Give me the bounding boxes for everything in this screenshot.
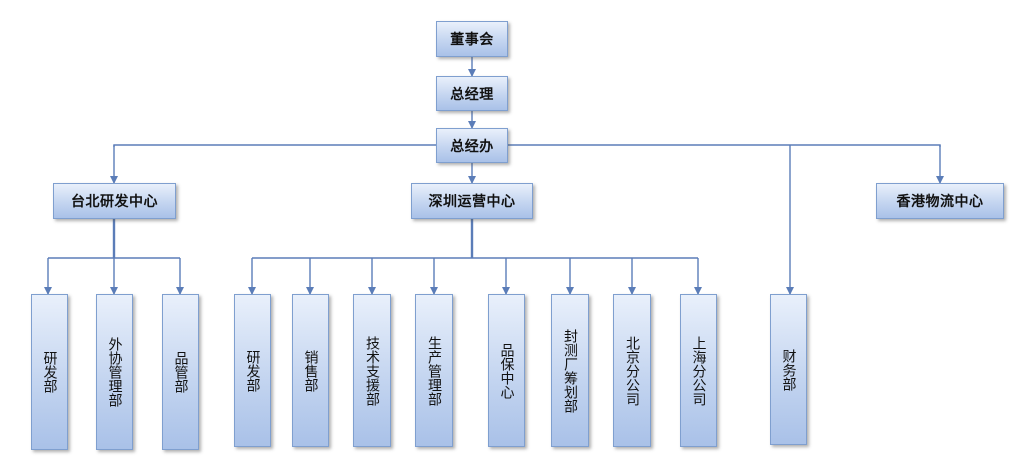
node-shenzhen-dept: 品保中心 xyxy=(488,294,525,447)
node-hongkong-logistics-center: 香港物流中心 xyxy=(876,183,1004,219)
node-taipei-dept: 品管部 xyxy=(162,294,199,450)
node-finance-dept: 财务部 xyxy=(770,294,807,445)
node-shenzhen-dept: 研发部 xyxy=(234,294,271,447)
node-shenzhen-ops-center: 深圳运营中心 xyxy=(411,183,533,219)
node-general-manager-office: 总经办 xyxy=(436,128,508,163)
connector-office-bus xyxy=(113,144,941,147)
node-board: 董事会 xyxy=(436,21,508,57)
node-shenzhen-dept: 技术支援部 xyxy=(353,294,391,447)
node-taipei-dept: 研发部 xyxy=(31,294,68,450)
node-shenzhen-dept: 上海分公司 xyxy=(680,294,717,447)
node-shenzhen-dept: 销售部 xyxy=(292,294,329,447)
node-shenzhen-dept: 生产管理部 xyxy=(415,294,453,447)
node-shenzhen-dept: 封测厂筹划部 xyxy=(551,294,589,447)
node-shenzhen-dept: 北京分公司 xyxy=(613,294,651,447)
node-taipei-dept: 外协管理部 xyxy=(96,294,133,450)
node-taipei-rd-center: 台北研发中心 xyxy=(53,183,176,219)
node-general-manager: 总经理 xyxy=(436,76,508,111)
